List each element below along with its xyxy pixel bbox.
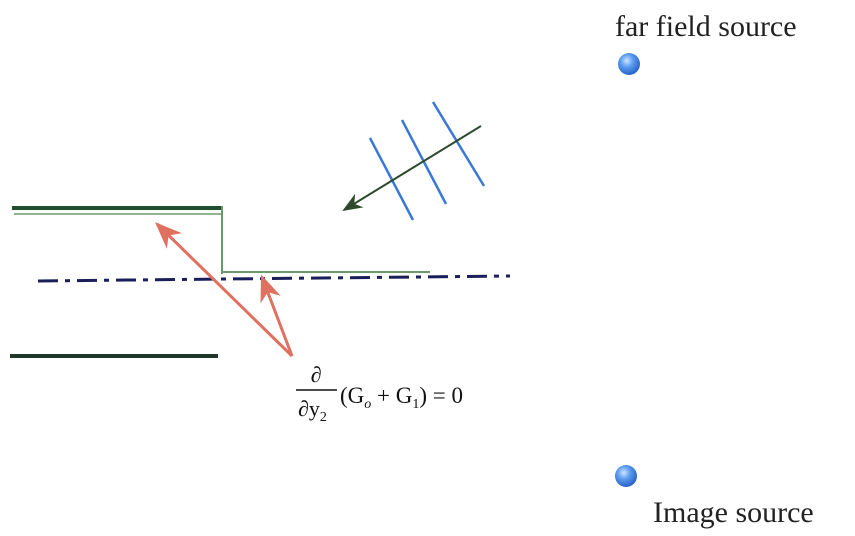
wavefront-1 (368, 137, 415, 221)
wave-direction-arrow (342, 125, 482, 212)
eq-partial-numerator: ∂ (311, 362, 322, 387)
image-source-label: Image source (653, 496, 814, 529)
symmetry-axis (37, 274, 511, 283)
eq-expression: (Go + G1) = 0 (340, 383, 463, 412)
image-source-dot (615, 465, 637, 487)
boundary-condition-equation: ∂ ∂y2 (Go + G1) = 0 (296, 362, 463, 425)
bc-arrow-axis (260, 274, 294, 357)
far-field-source-dot (618, 53, 640, 75)
eq-partial-denominator: ∂y2 (298, 396, 327, 425)
wavefront-3 (431, 101, 486, 187)
bc-arrow-upper-wall (155, 222, 294, 358)
far-field-source-label: far field source (615, 10, 797, 43)
